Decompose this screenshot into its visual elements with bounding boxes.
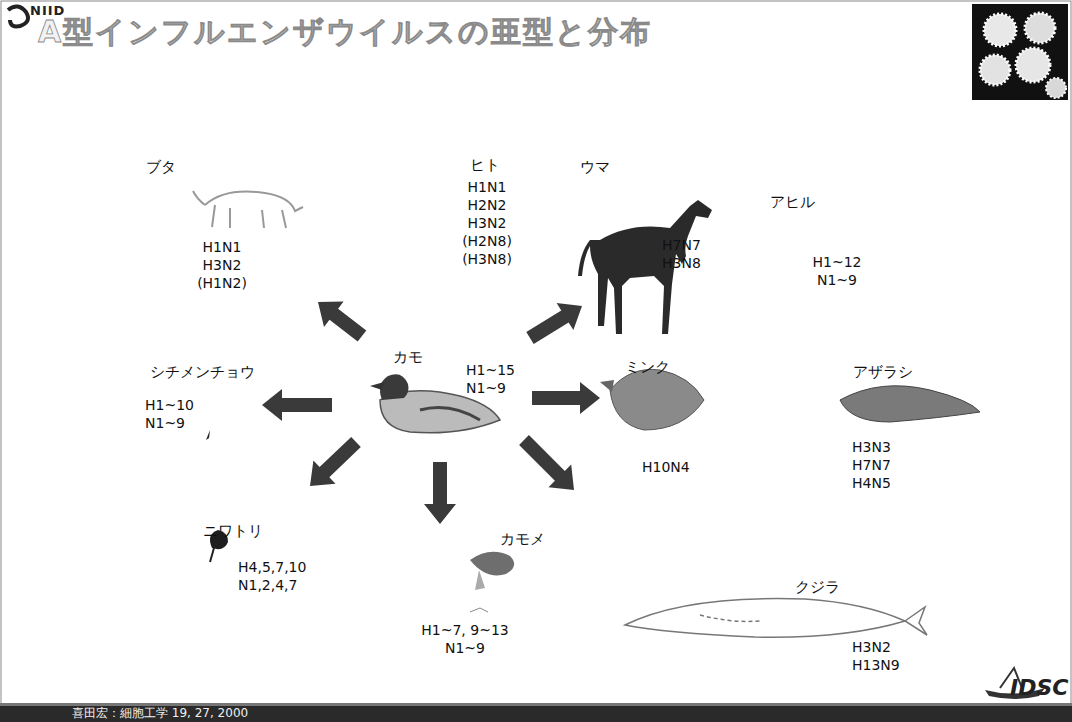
gull-drawing: [470, 552, 514, 612]
block-arrow: [532, 382, 600, 414]
block-arrow: [519, 435, 574, 490]
subtype-list: H1~15 N1~9: [466, 361, 522, 397]
footer-bar: [0, 703, 1072, 722]
slide-title: A型インフルエンザウイルスの亜型と分布: [38, 12, 652, 53]
animal-node: アザラシ H3N3 H7N7 H4N5: [852, 363, 915, 494]
citation: 喜田宏：細胞工学 19, 27, 2000: [72, 705, 248, 722]
logo-text: NIID: [30, 3, 65, 18]
animal-name: アザラシ: [853, 363, 913, 381]
block-arrow: [424, 462, 456, 524]
subtype-list: H10N4: [642, 458, 712, 476]
turkey-drawing: [206, 430, 210, 440]
animal-node: ヒト H1N1 H2N2 H3N2 (H2N8) (H3N8): [452, 156, 524, 270]
animal-node: ミンク H10N4: [625, 358, 714, 478]
animal-node: ブタ H1N1 H3N2 (H1N2): [146, 158, 259, 294]
subtype-list: H1N1 H3N2 (H1N2): [187, 238, 257, 292]
seal-drawing: [840, 386, 980, 422]
subtype-list: H1N1 H2N2 H3N2 (H2N8) (H3N8): [452, 178, 522, 268]
virus-photo: [972, 4, 1068, 100]
subtype-list: H1~10 N1~9: [145, 396, 201, 432]
animal-node: アヒル H1~12 N1~9: [770, 193, 868, 291]
animal-node: ウマ H7N7 H3N8: [580, 158, 714, 274]
whale-drawing: [625, 599, 927, 638]
animal-node: カモ H1~15 N1~9: [393, 348, 524, 399]
block-arrow: [310, 437, 361, 486]
block-arrow: [526, 303, 582, 344]
subtype-list: H1~7, 9~13 N1~9: [415, 621, 515, 657]
subtype-list: H4,5,7,10 N1,2,4,7: [238, 558, 318, 594]
animal-name: ウマ: [580, 158, 610, 176]
animal-name: クジラ: [795, 578, 840, 596]
animal-node: ニワトリ H4,5,7,10 N1,2,4,7: [203, 522, 320, 596]
footer-rule: [0, 703, 1072, 706]
animal-name: シチメンチョウ: [150, 363, 255, 381]
subtype-list: H3N2 H13N9: [852, 638, 912, 674]
subtype-list: H1~12 N1~9: [808, 253, 866, 289]
animal-node: シチメンチョウ H1~10 N1~9: [145, 363, 257, 434]
subtype-list: H7N7 H3N8: [662, 236, 712, 272]
animal-node: クジラ H3N2 H13N9: [795, 578, 914, 676]
logo-mark: [8, 6, 28, 26]
animal-name: アヒル: [770, 193, 815, 211]
animal-name: ミンク: [625, 358, 670, 376]
pig-drawing: [193, 191, 303, 228]
horse-drawing: [578, 200, 712, 334]
block-arrow: [318, 302, 366, 342]
animal-name: カモメ: [500, 530, 545, 548]
animal-node: カモメ H1~7, 9~13 N1~9: [415, 530, 547, 659]
mink-drawing: [600, 369, 704, 430]
animal-name: ニワトリ: [203, 522, 263, 540]
animal-name: ヒト: [470, 156, 500, 174]
subtype-list: H3N3 H7N7 H4N5: [852, 438, 902, 492]
logo-text: IDSC: [1010, 675, 1068, 700]
animal-name: カモ: [393, 348, 423, 366]
block-arrow: [262, 389, 332, 421]
animal-name: ブタ: [146, 158, 176, 176]
